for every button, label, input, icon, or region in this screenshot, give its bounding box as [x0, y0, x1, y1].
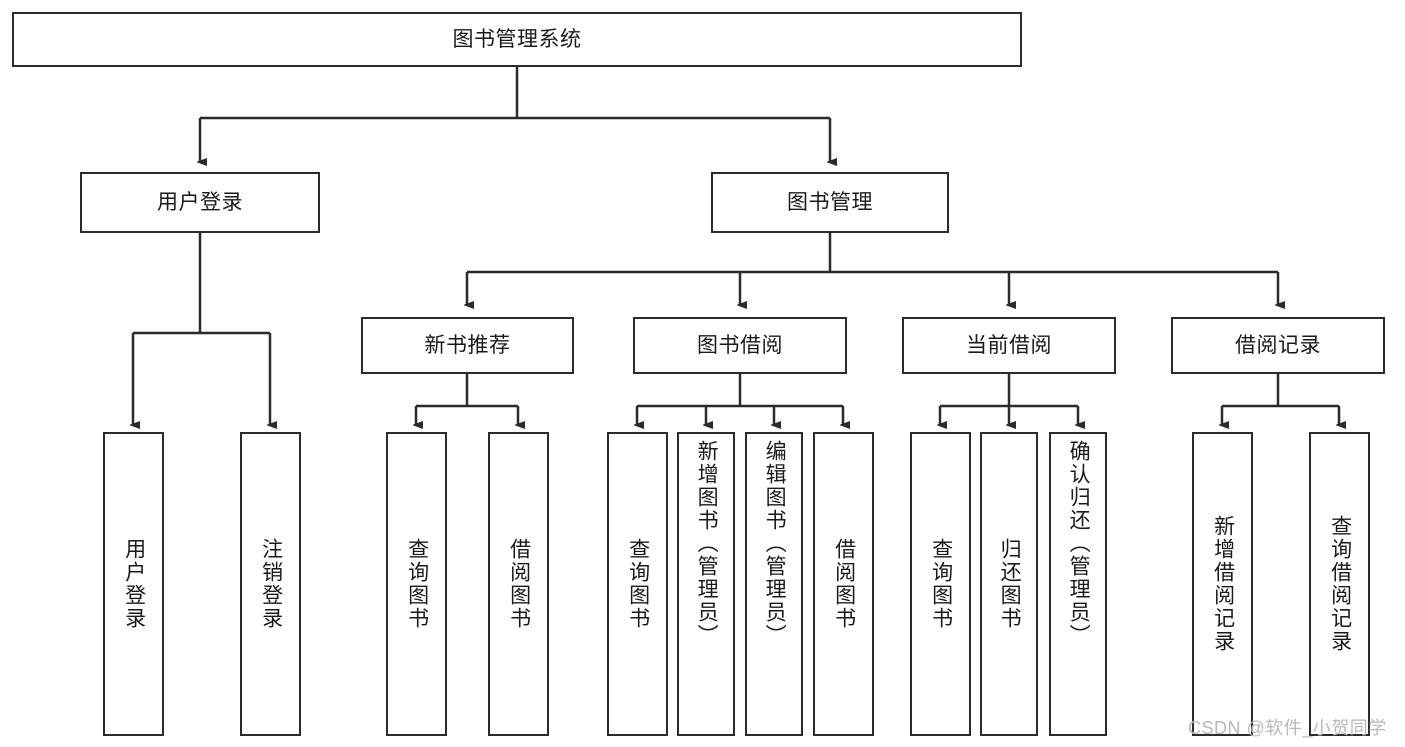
- node-label: 新增借阅记录: [1211, 515, 1235, 653]
- leaf-return-book[interactable]: 归还图书: [980, 432, 1038, 736]
- node-label: 查询图书: [626, 538, 650, 630]
- node-label: 查询图书: [929, 538, 953, 630]
- node-label: 归还图书: [998, 538, 1022, 630]
- leaf-add-borrow-record[interactable]: 新增借阅记录: [1192, 432, 1253, 736]
- node-current-borrow[interactable]: 当前借阅: [902, 317, 1116, 374]
- node-label: 借阅图书: [507, 538, 531, 630]
- leaf-add-book-admin[interactable]: 新增图书（管理员）: [677, 432, 735, 736]
- leaf-query-book-recommend[interactable]: 查询图书: [386, 432, 447, 736]
- leaf-borrow-book-recommend[interactable]: 借阅图书: [488, 432, 549, 736]
- node-borrow-record[interactable]: 借阅记录: [1171, 317, 1385, 374]
- node-label: 图书借阅: [697, 333, 783, 357]
- leaf-user-login[interactable]: 用户登录: [103, 432, 164, 736]
- node-book-borrow[interactable]: 图书借阅: [633, 317, 847, 374]
- csdn-watermark: CSDN @软件_小贺同学: [1188, 718, 1387, 738]
- leaf-query-book-current[interactable]: 查询图书: [910, 432, 971, 736]
- node-label: 借阅图书: [832, 538, 856, 630]
- leaf-edit-book-admin[interactable]: 编辑图书（管理员）: [745, 432, 803, 736]
- node-label: 注销登录: [259, 538, 283, 630]
- leaf-borrow-book[interactable]: 借阅图书: [813, 432, 874, 736]
- leaf-confirm-return-admin[interactable]: 确认归还（管理员）: [1049, 432, 1107, 736]
- node-new-book-recommend[interactable]: 新书推荐: [361, 317, 574, 374]
- node-label: 用户登录: [122, 538, 146, 630]
- node-label: 图书管理系统: [452, 27, 582, 51]
- node-label: 确认归还（管理员）: [1067, 440, 1091, 647]
- node-user-login[interactable]: 用户登录: [80, 172, 320, 233]
- node-label: 用户登录: [157, 190, 243, 214]
- node-label: 图书管理: [787, 190, 873, 214]
- leaf-query-borrow-record[interactable]: 查询借阅记录: [1309, 432, 1370, 736]
- node-label: 新增图书（管理员）: [695, 440, 719, 647]
- node-label: 查询借阅记录: [1328, 515, 1352, 653]
- node-label: 新书推荐: [424, 333, 511, 357]
- node-label: 编辑图书（管理员）: [763, 440, 787, 647]
- node-book-management[interactable]: 图书管理: [711, 172, 949, 233]
- node-label: 借阅记录: [1235, 333, 1321, 357]
- node-label: 查询图书: [405, 538, 429, 630]
- leaf-logout-login[interactable]: 注销登录: [240, 432, 301, 736]
- node-root-system[interactable]: 图书管理系统: [12, 12, 1022, 67]
- node-label: 当前借阅: [966, 333, 1052, 357]
- leaf-query-book-borrow[interactable]: 查询图书: [607, 432, 668, 736]
